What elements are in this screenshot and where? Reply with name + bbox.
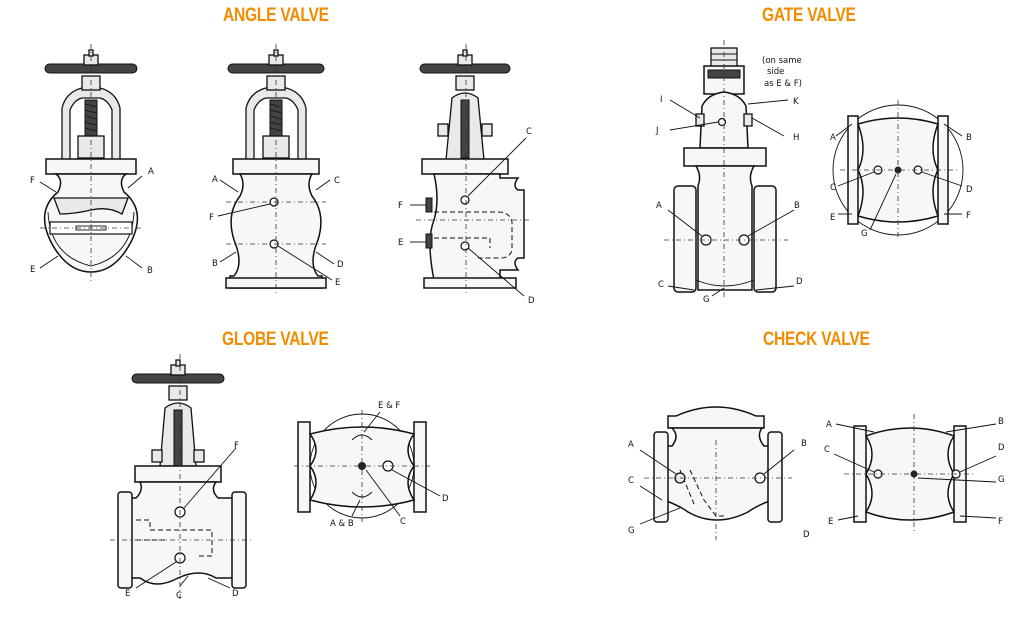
check-side-label-a: A (628, 440, 634, 450)
gate-note-line-3: as E & F) (764, 79, 802, 89)
globe-side-label-c: C (176, 591, 182, 601)
gate-note-line-1: (on same (762, 56, 802, 66)
gate-side-label-b: B (794, 201, 800, 211)
angle-v3-label-d: D (528, 296, 535, 306)
gate-side-label-h: H (793, 133, 799, 143)
check-side-label-b: B (801, 439, 807, 449)
check-top-label-b: B (998, 417, 1004, 427)
angle-v3-label-f: F (398, 201, 403, 211)
gate-top-label-g: G (861, 229, 868, 239)
globe-side-label-e: E (125, 589, 130, 599)
check-side-label-d: D (803, 530, 810, 540)
angle-v2-label-d: D (337, 260, 344, 270)
gate-top-label-d: D (966, 185, 973, 195)
check-top-label-c: C (824, 445, 830, 455)
check-side-label-g: G (628, 526, 635, 536)
check-top-label-d: D (998, 443, 1005, 453)
angle-v3-label-c: C (526, 127, 532, 137)
angle-v2-label-f: F (209, 213, 214, 223)
gate-valve-title: GATE VALVE (762, 5, 856, 26)
gate-top-label-a: A (830, 133, 836, 143)
angle-v1-label-f: F (30, 176, 35, 186)
globe-valve-side-drawing: F E C D (110, 354, 252, 601)
angle-valve-front-drawing: F A E B (30, 44, 154, 282)
gate-top-label-c: C (830, 183, 836, 193)
angle-valve-body-drawing: A F B C D E (209, 44, 344, 294)
globe-side-label-f: F (234, 441, 239, 451)
gate-side-label-g: G (703, 295, 710, 305)
gate-valve-top-drawing: A B C D E F G (830, 100, 973, 240)
gate-side-label-i: I (660, 95, 663, 105)
gate-valve-side-drawing: (on same side as E & F) I J K H A B C D … (655, 40, 803, 305)
check-side-label-c: C (628, 476, 634, 486)
globe-top-label-ef: E & F (378, 401, 400, 411)
angle-valve-side-drawing: C F E D (398, 44, 535, 306)
gate-top-label-e: E (830, 213, 835, 223)
angle-v1-label-b: B (147, 266, 153, 276)
angle-v3-label-e: E (398, 238, 403, 248)
angle-v1-label-e: E (30, 265, 35, 275)
check-top-label-e: E (828, 517, 833, 527)
check-valve-side-drawing: A B C G D (628, 406, 810, 540)
angle-valve-title: ANGLE VALVE (223, 5, 329, 26)
globe-side-label-d: D (232, 589, 239, 599)
angle-v2-label-e: E (335, 278, 340, 288)
angle-v2-label-c: C (334, 176, 340, 186)
globe-top-label-ab: A & B (330, 519, 354, 529)
globe-valve-top-drawing: E & F D A & B C (294, 401, 449, 529)
gate-side-label-d: D (796, 277, 803, 287)
check-top-label-g: G (998, 475, 1005, 485)
gate-side-label-k: K (793, 97, 799, 107)
gate-top-label-b: B (966, 133, 972, 143)
angle-v2-label-b: B (212, 259, 218, 269)
globe-top-label-d: D (442, 494, 449, 504)
gate-side-label-a: A (656, 201, 662, 211)
gate-side-label-c: C (658, 280, 664, 290)
check-top-label-a: A (826, 420, 832, 430)
angle-v1-label-a: A (148, 167, 154, 177)
angle-v2-label-a: A (212, 175, 218, 185)
check-valve-title: CHECK VALVE (763, 329, 870, 350)
check-top-label-f: F (998, 517, 1003, 527)
globe-top-label-c: C (400, 517, 406, 527)
gate-top-label-f: F (966, 211, 971, 221)
gate-note-line-2: side (767, 67, 784, 77)
gate-side-label-j: J (655, 126, 659, 136)
check-valve-top-drawing: A B C D G E F (824, 414, 1005, 532)
globe-valve-title: GLOBE VALVE (222, 329, 329, 350)
